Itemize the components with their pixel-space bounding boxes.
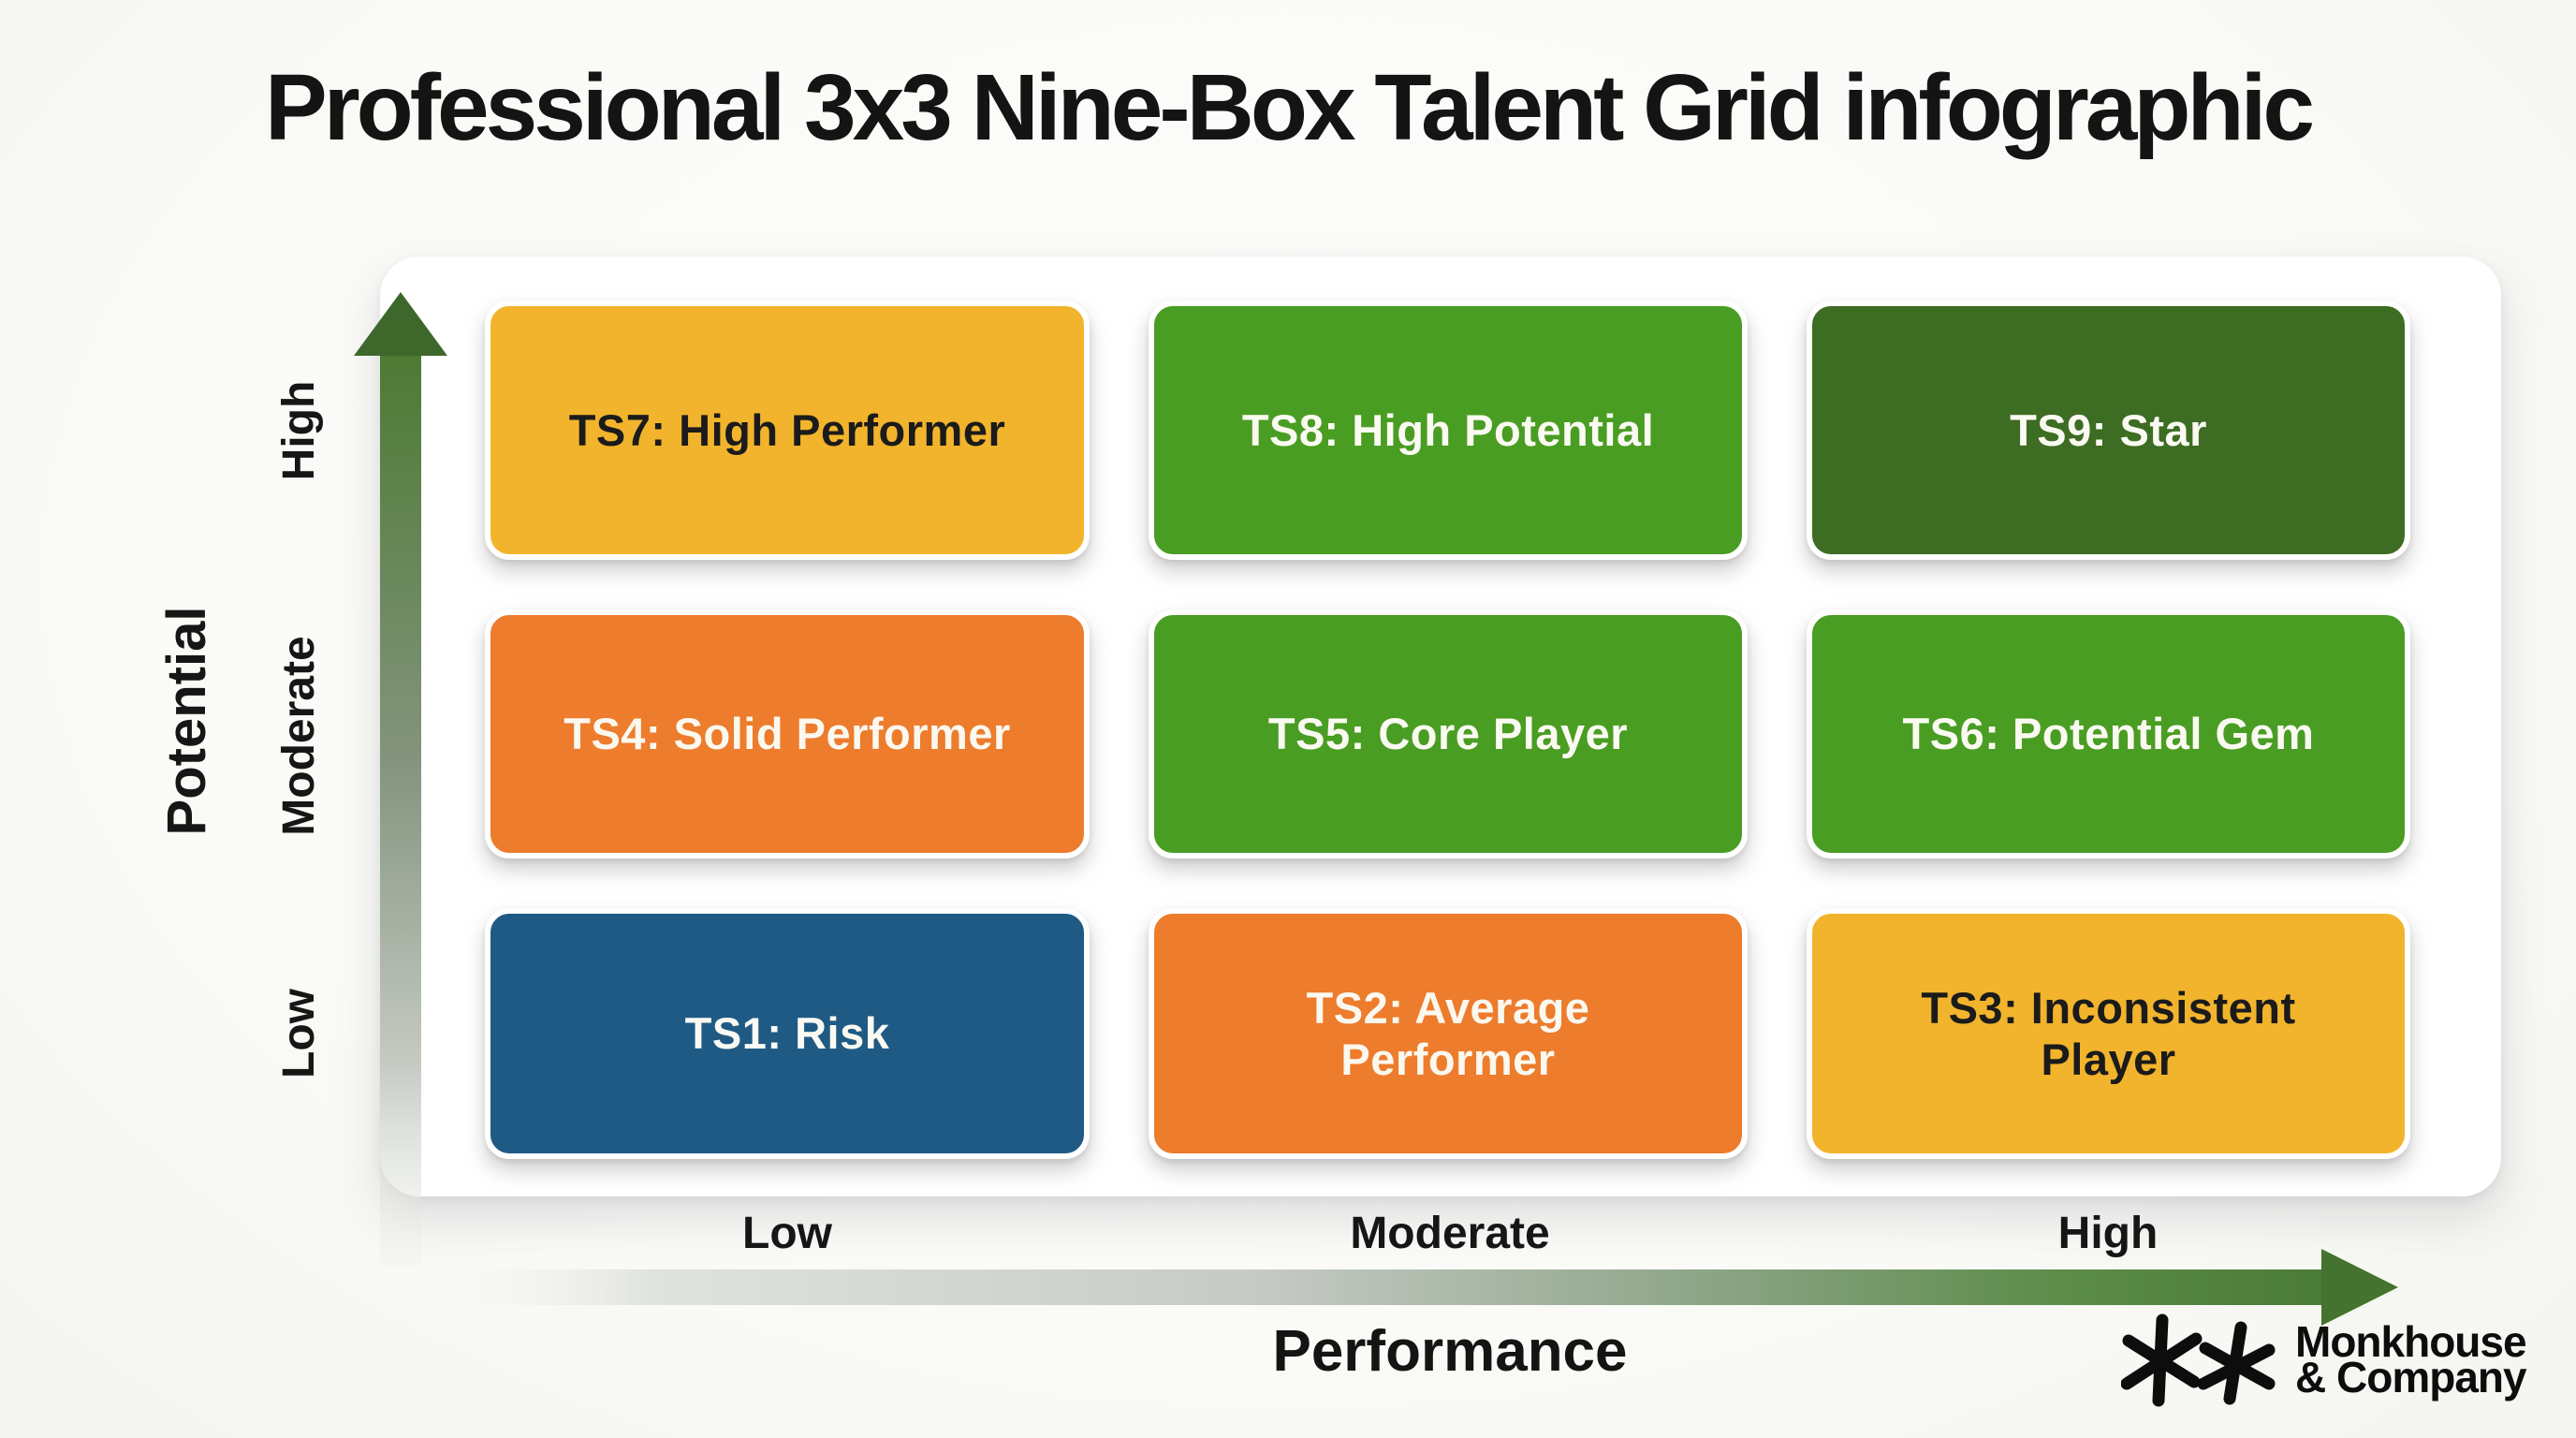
cell-label: TS4: Solid Performer [564, 709, 1011, 759]
grid-cell-ts9: TS9: Star [1807, 301, 2410, 560]
grid-cell-ts6: TS6: Potential Gem [1807, 609, 2410, 858]
performance-axis-arrow [468, 1249, 2398, 1326]
cell-label: TS9: Star [2010, 404, 2207, 455]
grid-cell-ts8: TS8: High Potential [1149, 301, 1748, 560]
cell-label: TS3: Inconsistent Player [1921, 982, 2296, 1084]
x-tick-moderate: Moderate [1350, 1209, 1550, 1258]
grid-cell-ts5: TS5: Core Player [1149, 609, 1748, 858]
company-logo-text: Monkhouse & Company [2295, 1317, 2527, 1401]
cell-label: TS8: High Potential [1241, 404, 1655, 455]
x-tick-high: High [2057, 1209, 2159, 1258]
cell-label: TS7: High Performer [568, 404, 1006, 455]
x-tick-low: Low [742, 1209, 832, 1258]
grid-cell-ts7: TS7: High Performer [485, 301, 1090, 560]
grid-cell-ts3: TS3: Inconsistent Player [1807, 908, 2410, 1159]
grid-cell-ts4: TS4: Solid Performer [485, 609, 1090, 858]
y-tick-low: Low [274, 989, 324, 1078]
potential-axis-arrow [354, 292, 447, 1266]
cell-label: TS5: Core Player [1267, 709, 1629, 759]
grid-cell-ts1: TS1: Risk [485, 908, 1090, 1159]
talent-grid: TS7: High Performer TS8: High Potential … [485, 301, 2410, 1159]
double-asterisk-icon [2121, 1313, 2276, 1407]
y-axis-title: Potential [156, 606, 217, 836]
cell-label: TS2: Average Performer [1306, 982, 1590, 1084]
cell-label: TS6: Potential Gem [1902, 709, 2315, 759]
grid-cell-ts2: TS2: Average Performer [1149, 908, 1748, 1159]
logo-line-2: & Company [2295, 1353, 2527, 1401]
logo-line-1: Monkhouse [2295, 1317, 2527, 1366]
page-title: Professional 3x3 Nine-Box Talent Grid in… [265, 55, 2315, 160]
x-axis-title: Performance [1272, 1319, 1628, 1384]
cell-label: TS1: Risk [684, 1008, 890, 1059]
company-logo: Monkhouse & Company [2121, 1307, 2527, 1412]
